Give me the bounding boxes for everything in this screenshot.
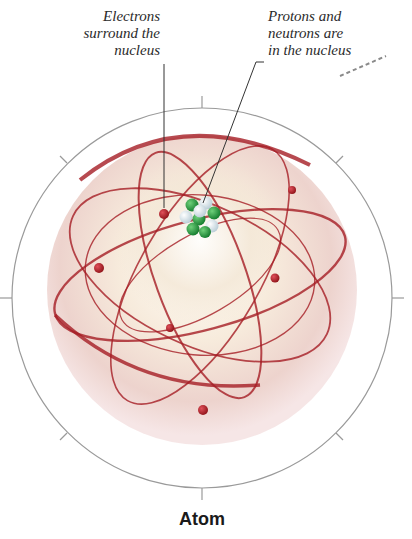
outer-ring (0, 96, 404, 500)
electron-cloud (47, 135, 357, 445)
leader-lines (164, 62, 264, 208)
callout-slot: Electrons surround the nucleus (65, 8, 160, 59)
electron-orbits (41, 119, 359, 430)
figure-title: Atom (0, 508, 404, 530)
callout-label: Electrons surround the nucleus (65, 8, 160, 59)
callout-slot: Protons and neutrons are in the nucleus (268, 8, 356, 59)
zoom-line (340, 56, 386, 76)
nucleus (180, 197, 221, 239)
electrons (94, 186, 296, 415)
callout-label: Protons and neutrons are in the nucleus (268, 8, 356, 59)
title-slot: Atom (0, 508, 404, 530)
